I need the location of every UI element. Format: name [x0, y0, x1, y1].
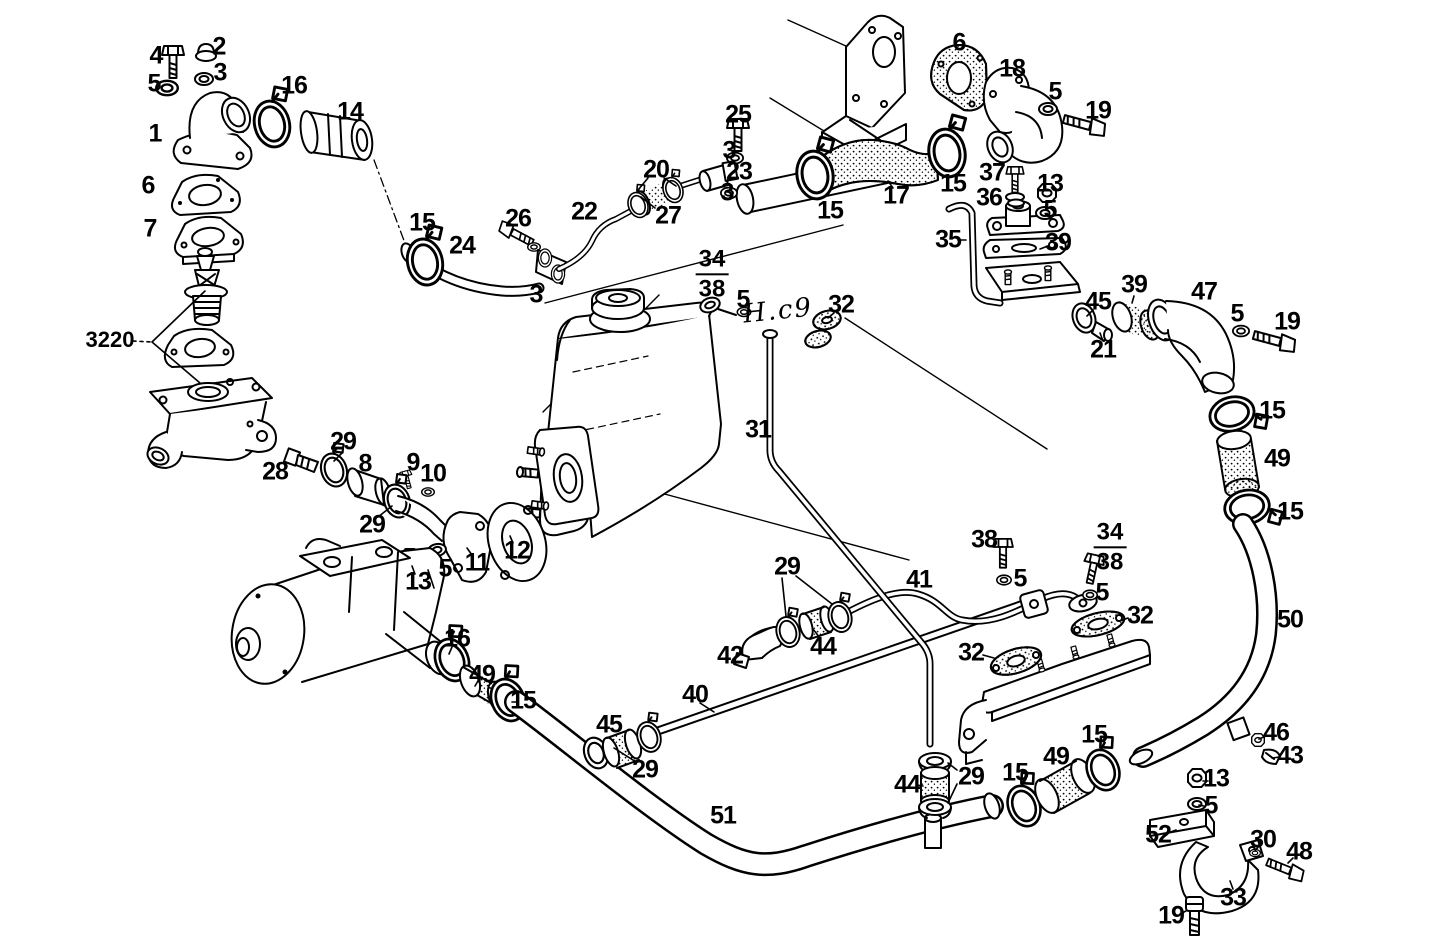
- bolt-19-47: [1250, 326, 1299, 355]
- bolt-38-left: [992, 538, 1014, 569]
- bypass-pipe-35: [945, 201, 1004, 307]
- thermostat-housing-lower: [146, 377, 277, 469]
- fitting-36-plate: [986, 166, 1065, 236]
- manifold: [958, 633, 1151, 765]
- bolt-19-bottom: [1185, 896, 1204, 936]
- washer-5-bracket: [1187, 797, 1207, 811]
- engine-boss: [985, 261, 1081, 301]
- banjo-23: [698, 118, 750, 200]
- bolt-38-right: [1079, 552, 1107, 587]
- gasket-7: [173, 215, 244, 265]
- washer-10: [421, 487, 435, 497]
- gasket-3220: [163, 327, 235, 368]
- connector-14: [299, 110, 374, 161]
- fitting-21: [1091, 321, 1113, 342]
- banjo-bolt-26: [495, 218, 541, 252]
- washer-5-38r: [1082, 589, 1098, 601]
- pipe-41: [842, 588, 1084, 625]
- water-outlet-1: [172, 91, 253, 170]
- washer-5-tank: [736, 306, 752, 318]
- gasket-6-left: [170, 173, 241, 216]
- engine-plate: [526, 425, 600, 526]
- gasket-32-right: [1070, 610, 1126, 638]
- clip-38-tank: [699, 296, 737, 316]
- bolt-48: [1263, 854, 1307, 884]
- washer-5-18: [1038, 102, 1058, 116]
- filler-cap: [589, 288, 651, 333]
- plug-28: [282, 447, 319, 473]
- nut-13-bypass: [1037, 183, 1057, 203]
- leader-lines: [132, 177, 1294, 915]
- gasket-32-tank: [804, 309, 842, 349]
- gasket-6-right: [930, 43, 988, 112]
- sleeve-49-right: [1216, 429, 1260, 499]
- sleeve-49-bottom: [1034, 758, 1096, 814]
- washer-5-47: [1232, 324, 1250, 338]
- gasket-32-left: [989, 646, 1043, 676]
- nut-13-bracket: [1187, 768, 1207, 788]
- banjo-3: [535, 248, 567, 285]
- thermostat: [184, 247, 228, 326]
- gasket-12: [486, 501, 548, 583]
- bolt-19-18: [1060, 110, 1109, 139]
- clamp-16-top: [245, 82, 302, 153]
- pipe-clamp-bracket: [1019, 589, 1049, 619]
- washer-5-38l: [995, 574, 1013, 586]
- elbow-18: [982, 66, 1064, 164]
- pipe-31: [762, 329, 934, 748]
- thermostat-outlet-group: [154, 43, 374, 368]
- bracket-52: [1149, 809, 1215, 848]
- sleeve-44-riser: [920, 766, 950, 808]
- elbow-47: [1147, 298, 1236, 395]
- gasket-39: [982, 237, 1067, 259]
- washer-5-bypass: [1035, 206, 1055, 220]
- water-pump: [230, 538, 452, 685]
- hose-50: [1128, 513, 1278, 768]
- nut-46: [1250, 733, 1266, 747]
